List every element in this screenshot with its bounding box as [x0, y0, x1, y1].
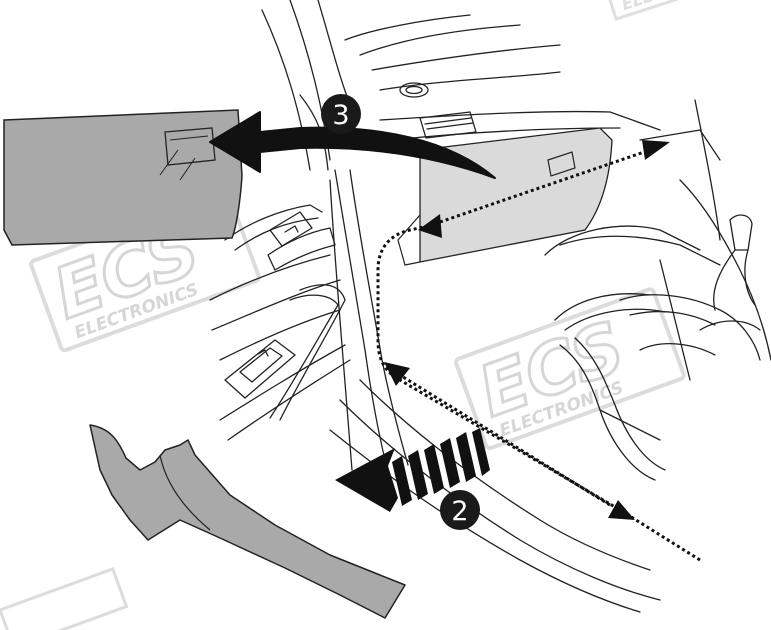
step-number-3: 3 [332, 100, 349, 131]
step-badge-2: 2 [440, 490, 480, 530]
watermark-top-right: ELECTR [608, 0, 759, 19]
sill-trim-removed [90, 425, 405, 618]
glovebox-lid-removed [4, 110, 242, 245]
car-interior-lines [210, 0, 771, 612]
watermark-bottom-left [0, 569, 126, 630]
arrowhead-dash-right [642, 140, 670, 160]
step-number-2: 2 [451, 496, 468, 527]
step-badge-3: 3 [321, 94, 361, 134]
arrowhead-sill-down [608, 500, 635, 520]
